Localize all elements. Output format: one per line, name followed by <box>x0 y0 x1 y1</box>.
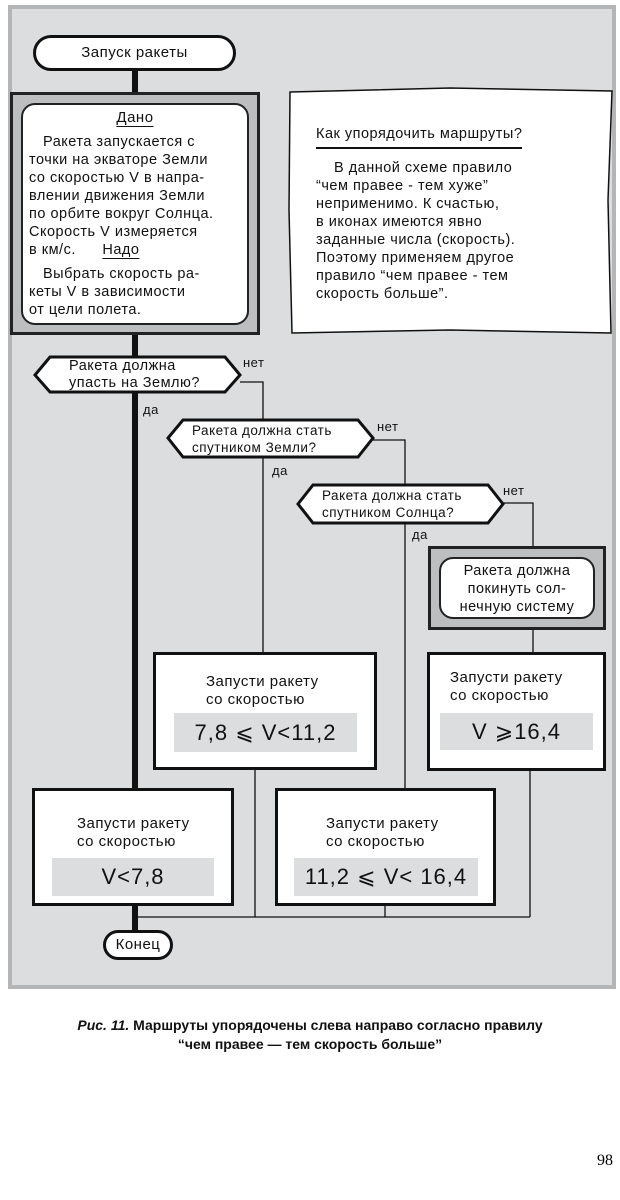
figure-caption: Рис. 11. Маршруты упорядочены слева напр… <box>0 1016 620 1054</box>
speed-formula: V<7,8 <box>52 858 214 896</box>
need-line: от цели полета. <box>29 302 142 318</box>
question-line: спутником Земли? <box>192 439 317 455</box>
question-3-shape <box>296 483 505 525</box>
given-line: со скоростью V в напра- <box>29 170 205 186</box>
given-line: точки на экваторе Земли <box>29 152 208 168</box>
need-line: кеты V в зависимости <box>29 284 186 300</box>
comment-title: Как упорядочить маршруты? <box>316 125 523 149</box>
no-label: нет <box>243 355 265 370</box>
comment-line: правило “чем правее - тем <box>316 268 509 284</box>
question-line: Ракета должна стать <box>192 422 332 438</box>
branch-line <box>373 439 406 788</box>
branch-line <box>240 381 264 770</box>
page-number: 98 <box>597 1152 613 1169</box>
end-label: Конец <box>115 936 161 953</box>
comment-text: Как упорядочить маршруты? В данной схеме… <box>316 125 596 303</box>
comment-line: Поэтому применяем другое <box>316 250 515 266</box>
speed-formula: V ⩾16,4 <box>440 713 593 750</box>
comment-line: скорость больше”. <box>316 286 449 302</box>
yes-label: да <box>143 402 159 417</box>
given-line: по орбите вокруг Солнца. <box>29 206 214 222</box>
need-line: Выбрать скорость ра- <box>43 266 200 282</box>
yes-label: да <box>272 463 288 478</box>
leave-line: покинуть сол- <box>467 581 567 597</box>
action-line: со скоростью <box>326 833 425 850</box>
question-line: спутником Солнца? <box>322 505 455 520</box>
leave-line: Ракета должна <box>463 563 571 579</box>
speed-formula: 11,2 ⩽ V< 16,4 <box>294 858 478 896</box>
question-line: упасть на Землю? <box>69 374 200 391</box>
action-line: со скоростью <box>450 687 549 704</box>
leave-solar-system-box: Ракета должна покинуть сол-нечную систему <box>428 546 606 630</box>
start-label: Запуск ракеты <box>81 44 188 61</box>
comment-line: неприменимо. К счастью, <box>316 196 500 212</box>
question-1-shape <box>33 355 242 394</box>
no-label: нет <box>377 419 399 434</box>
given-line: Скорость V измеряется <box>29 224 198 240</box>
end-terminal: Конец <box>103 930 173 960</box>
action-line: со скоростью <box>77 833 176 850</box>
given-required-box: Дано Ракета запускается с точки на экват… <box>10 92 260 335</box>
comment-paper <box>288 87 613 334</box>
caption-line: “чем правее — тем скорость больше” <box>177 1036 443 1052</box>
comment-line: В данной схеме правило <box>334 160 513 176</box>
speed-formula: 7,8 ⩽ V<11,2 <box>174 713 357 752</box>
connector-lines <box>33 50 613 935</box>
given-line: Ракета запускается с <box>43 134 195 150</box>
start-terminal: Запуск ракеты <box>33 35 236 71</box>
leave-line: нечную систему <box>459 599 575 615</box>
action-line: Запусти ракету <box>326 815 439 832</box>
action-line: Запусти ракету <box>206 673 319 690</box>
need-title: Надо <box>102 242 140 258</box>
question-line: Ракета должна стать <box>322 488 462 503</box>
given-line: влении движения Земли <box>29 188 205 204</box>
comment-line: в иконах имеются явно <box>316 214 483 230</box>
question-3: Ракета должна стать спутником Солнца? <box>288 485 462 523</box>
given-title: Дано <box>116 109 154 126</box>
action-line: Запусти ракету <box>450 669 563 686</box>
caption-line: Маршруты упорядочены слева направо согла… <box>133 1017 543 1033</box>
yes-label: да <box>412 527 428 542</box>
comment-line: заданные числа (скорость). <box>316 232 516 248</box>
given-line: в км/с. <box>29 242 76 258</box>
question-line: Ракета должна <box>69 357 176 374</box>
no-label: нет <box>503 483 525 498</box>
caption-label: Рис. 11. <box>77 1017 130 1033</box>
comment-line: “чем правее - тем хуже” <box>316 178 489 194</box>
question-2-shape <box>166 418 375 459</box>
branch-line <box>503 502 534 546</box>
action-line: со скоростью <box>206 691 305 708</box>
action-line: Запусти ракету <box>77 815 190 832</box>
